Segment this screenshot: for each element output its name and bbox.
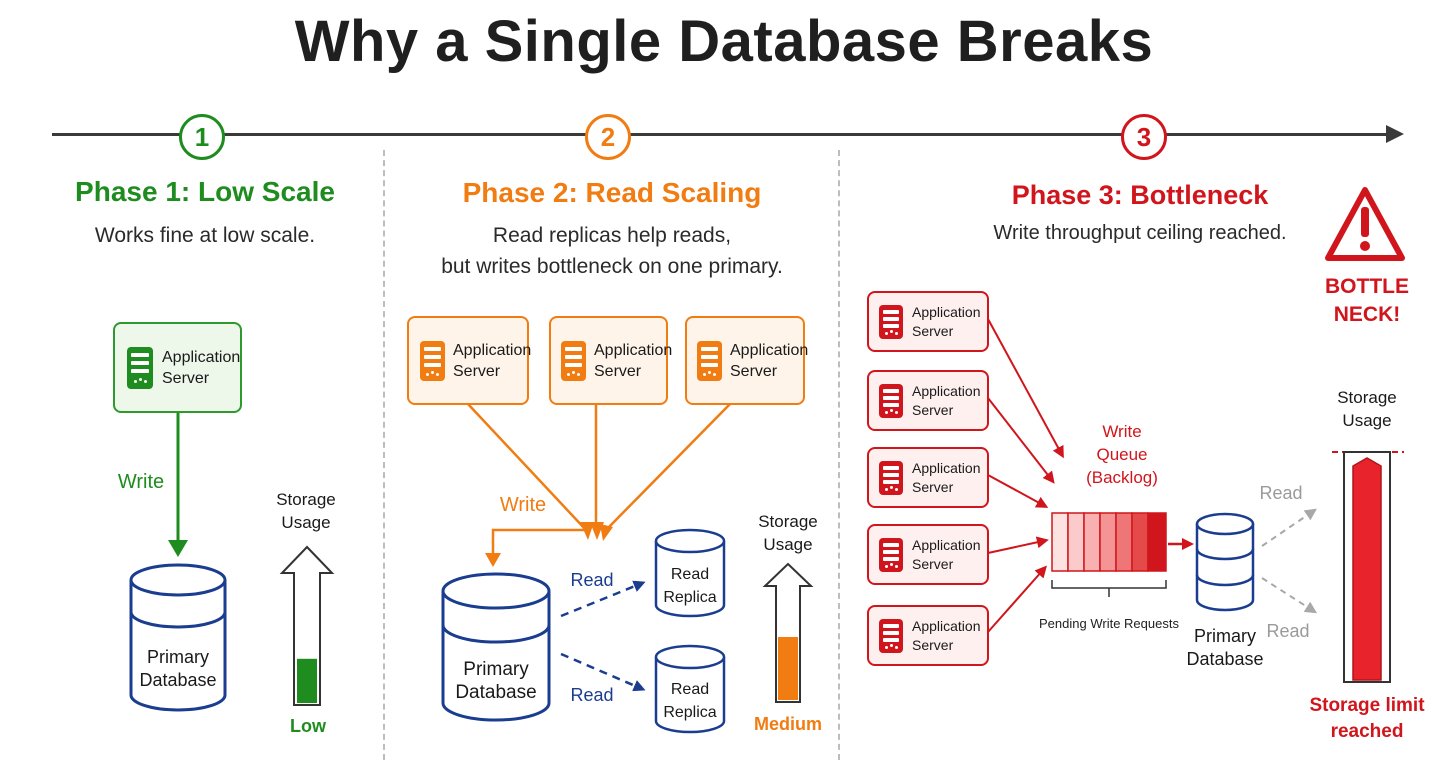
read-label: Read (1259, 483, 1303, 503)
phase-divider (838, 150, 840, 760)
read-label: Read (1266, 621, 1310, 641)
diagram-title: Why a Single Database Breaks (294, 9, 1154, 74)
write-arrowhead (168, 540, 188, 557)
read-replica-icon (654, 528, 726, 618)
application-server: Application Server (113, 322, 242, 413)
storage-gauge-medium (762, 562, 814, 703)
read-replica-icon (654, 644, 726, 734)
server-icon (127, 346, 153, 389)
server-icon (420, 340, 445, 381)
timeline-line (52, 133, 1392, 136)
storage-level-label: Medium (753, 714, 822, 734)
storage-level-label: Low (290, 716, 326, 736)
server-icon (561, 340, 586, 381)
primary-database-icon (129, 563, 227, 712)
phase-3-title: Phase 3: Bottleneck (1011, 180, 1269, 210)
write-arrowhead (485, 553, 501, 567)
arrowhead (600, 524, 613, 541)
phase-divider (383, 150, 385, 760)
queue-bracket (1051, 580, 1167, 597)
server-icon (879, 383, 903, 418)
storage-gauge-low (279, 545, 335, 706)
read-label: Read (570, 570, 614, 590)
write-request-arrow (987, 536, 1049, 554)
write-request-arrow (987, 318, 1064, 459)
phase-2-description: Read replicas help reads, but writes bot… (441, 224, 783, 278)
phase-3-description: Write throughput ceiling reached. (993, 222, 1287, 244)
server-icon (697, 340, 722, 381)
write-connector (491, 528, 586, 556)
phase-1-description: Works fine at low scale. (94, 224, 316, 247)
write-request-arrow (987, 397, 1055, 484)
primary-database-icon (1195, 512, 1255, 612)
server-icon (879, 460, 903, 495)
write-queue-icon (1051, 512, 1167, 572)
server-icon (879, 618, 903, 653)
server-connector (605, 403, 731, 531)
step-1-marker: 1 (179, 114, 225, 160)
server-label: Application (162, 348, 241, 366)
read-arrow (1261, 577, 1318, 614)
phase-1-title: Phase 1: Low Scale (75, 176, 335, 207)
read-label: Read (570, 685, 614, 705)
step-3-marker: 3 (1121, 114, 1167, 160)
warning-triangle-icon (1325, 187, 1405, 261)
write-request-arrow (987, 565, 1047, 633)
timeline-arrowhead (1386, 125, 1404, 143)
write-label: Write (117, 471, 165, 493)
server-label: Server (162, 369, 210, 387)
primary-database-icon (441, 572, 551, 722)
arrowhead (580, 522, 594, 540)
server-connector (467, 403, 587, 531)
server-icon (879, 304, 903, 339)
write-label: Write (499, 494, 547, 516)
server-icon (879, 537, 903, 572)
read-arrow (1261, 508, 1317, 547)
read-arrow (560, 580, 646, 618)
storage-gauge-full (1332, 451, 1404, 683)
write-request-arrow (987, 474, 1049, 508)
phase-2-title: Phase 2: Read Scaling (462, 177, 762, 208)
pending-write-requests-label: Pending Write Requests (1039, 616, 1179, 631)
step-2-marker: 2 (585, 114, 631, 160)
read-arrow (560, 652, 646, 692)
